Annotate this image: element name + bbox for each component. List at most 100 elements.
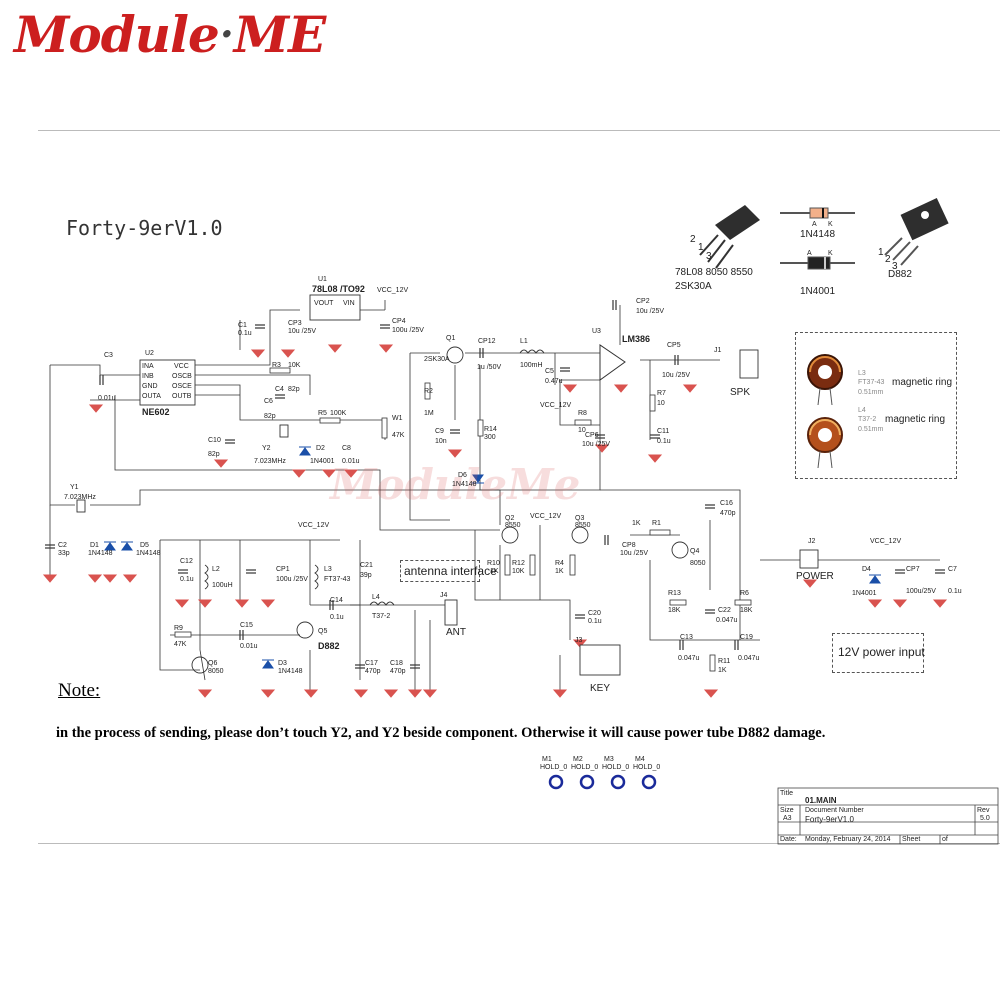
d882-label: D882 — [888, 269, 912, 280]
mounting-hole-m2 — [579, 774, 595, 790]
l3-part: FT37-43 — [858, 379, 885, 386]
c20-label: C20 — [588, 610, 601, 617]
l3-value: FT37-43 — [324, 576, 351, 583]
c22-value: 0.047u — [716, 617, 738, 624]
cp3-value: 10u /25V — [288, 328, 317, 335]
schematic-sheet — [38, 130, 1000, 844]
d882-package-drawing — [884, 197, 949, 266]
w1-label: W1 — [392, 415, 403, 422]
d4-label: D4 — [862, 566, 871, 573]
c2-label: C2 — [58, 542, 67, 549]
tb-title: 01.MAIN — [805, 796, 837, 805]
power-input-box — [832, 633, 924, 673]
r3-value: 10K — [288, 362, 301, 369]
ne602-label: NE602 — [142, 407, 170, 417]
r4-value: 1K — [555, 568, 564, 575]
q3-value: 8550 — [575, 522, 591, 529]
d2-value: 1N4001 — [310, 458, 335, 465]
power-vcc-label: VCC_12V — [870, 538, 902, 545]
schematic-title: Forty-9erV1.0 — [66, 216, 223, 240]
vcc-label-key: VCC_12V — [530, 513, 562, 520]
diode-1n4001-label: 1N4001 — [800, 286, 836, 297]
antenna-interface-label: antenna interface — [404, 564, 497, 578]
r13-label: R13 — [668, 590, 681, 597]
cp4-label: CP4 — [392, 318, 406, 325]
watermark: ModuleMe — [330, 460, 581, 509]
d3-value: 1N4148 — [278, 668, 303, 675]
r10-value: 1K — [490, 568, 499, 575]
c8-label: C8 — [342, 445, 351, 452]
c9-value: 10n — [435, 438, 447, 445]
q4-label: Q4 — [690, 548, 700, 555]
r14-label: R14 — [484, 426, 497, 433]
d6-value: 1N4148 — [452, 481, 477, 488]
r11-value: 1K — [718, 667, 727, 674]
d4-part: 1N4001 — [852, 590, 877, 597]
u1-part: 78L08 /TO92 — [312, 284, 365, 294]
y2-label: Y2 — [262, 445, 271, 452]
q5-label: Q5 — [318, 628, 328, 635]
d5-label: D5 — [140, 542, 149, 549]
r8-label: R8 — [578, 410, 587, 417]
ne602-pin-outb: OUTB — [172, 393, 192, 400]
ne602-pin-oscb: OSCB — [172, 373, 192, 380]
diode-1n4148-drawing — [780, 207, 855, 219]
r9-label: R9 — [174, 625, 183, 632]
cp2-value: 10u /25V — [636, 308, 665, 315]
m1-sub: HOLD_0 — [540, 764, 568, 771]
mounting-hole-m3 — [610, 774, 626, 790]
c1-label: C1 — [238, 322, 247, 329]
r2-value: 1M — [424, 410, 434, 417]
c17-value: 470p — [365, 668, 381, 675]
r9-value: 47K — [174, 641, 187, 648]
tb-rev: 5.0 — [980, 815, 990, 822]
r4-label: R4 — [555, 560, 564, 567]
logo-dot: · — [219, 10, 234, 58]
y1-label: Y1 — [70, 484, 79, 491]
l4-desc: magnetic ring — [885, 414, 946, 425]
diode-1n4148-label: 1N4148 — [800, 229, 836, 240]
j1-label: J1 — [714, 347, 722, 354]
d5-value: 1N4148 — [136, 550, 161, 557]
78l08-regulator — [309, 294, 361, 321]
m2-name: M2 — [573, 756, 583, 763]
toroid-l3-drawing — [807, 354, 843, 406]
r3-label: R3 — [272, 362, 281, 369]
ne602-pin-inb: INB — [142, 373, 154, 380]
c5-value: 0.47u — [545, 378, 563, 385]
r7-label: R7 — [657, 390, 666, 397]
cp3-label: CP3 — [288, 320, 302, 327]
y2-value: 7.023MHz — [254, 458, 286, 465]
tb-doc: Forty-9erV1.0 — [805, 815, 854, 824]
cp8-value: 10u /25V — [620, 550, 649, 557]
r12-label: R12 — [512, 560, 525, 567]
r14-value: 300 — [484, 434, 496, 441]
diode-1n4001-drawing — [780, 256, 855, 270]
j4-label: J4 — [440, 592, 448, 599]
cp12-label: CP12 — [478, 338, 496, 345]
c6-label: C6 — [264, 398, 273, 405]
m4-name: M4 — [635, 756, 645, 763]
m4-sub: HOLD_0 — [633, 764, 661, 771]
tb-sheet-label: Sheet — [902, 836, 921, 843]
tb-doc-label: Document Number — [805, 807, 864, 814]
c3-value: 0.01u — [98, 395, 116, 402]
tb-title-label: Title — [780, 790, 793, 797]
d882-pin-1: 1 — [878, 247, 884, 258]
cp6-label: CP6 — [585, 432, 599, 439]
to92-pin-2: 2 — [690, 234, 696, 245]
m2-sub: HOLD_0 — [571, 764, 599, 771]
c10-value: 82p — [208, 451, 220, 458]
magnetic-ring-box — [795, 332, 957, 479]
logo-text-left: Module — [14, 4, 220, 64]
cp1-label: CP1 — [276, 566, 290, 573]
q3-label: Q3 — [575, 515, 585, 522]
tb-size-label: Size — [780, 807, 794, 814]
spk-label: SPK — [730, 387, 751, 398]
q1-label: Q1 — [446, 335, 456, 342]
cp1-value: 100u /25V — [276, 576, 308, 583]
j2-label: J2 — [808, 538, 816, 545]
c9-label: C9 — [435, 428, 444, 435]
c4-label: C4 — [275, 386, 284, 393]
mounting-hole-m1 — [548, 774, 564, 790]
